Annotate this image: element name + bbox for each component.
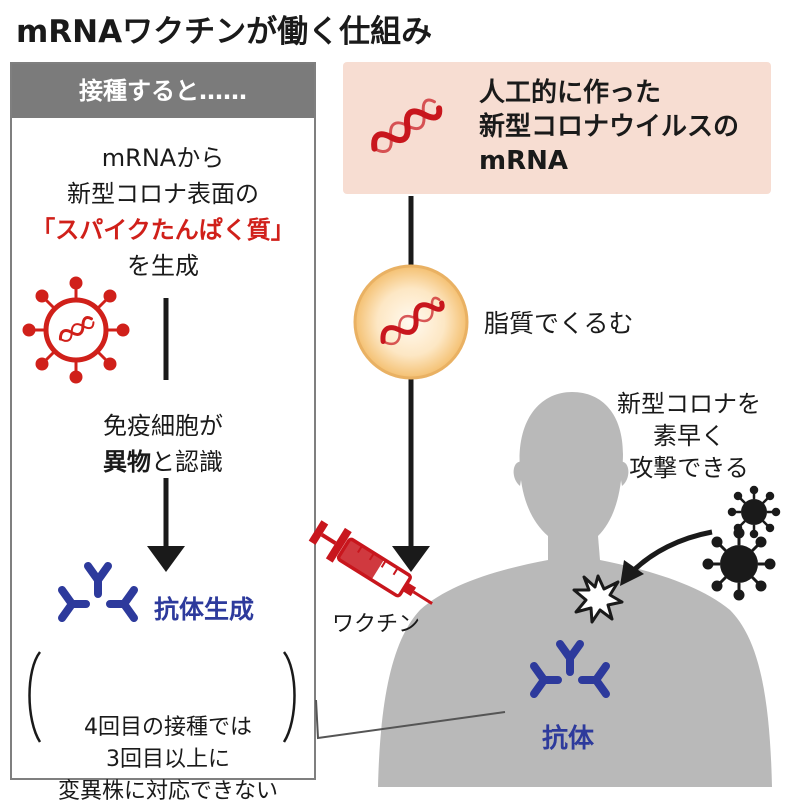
syringe-icon (308, 520, 433, 605)
left-panel: 接種すると…… mRNAから 新型コロナ表面の 「スパイクたんぱく質」 を生成 … (10, 62, 316, 804)
step1-line1: mRNAから (101, 144, 225, 172)
step3-text: 抗体生成 (154, 595, 255, 624)
vaccine-label: ワクチン (332, 612, 421, 637)
antibody-icons-body (530, 640, 610, 698)
step2-rest: と認識 (151, 448, 223, 476)
attack-arrow (620, 529, 713, 586)
mrna-box-line2: 新型コロナウイルスの (479, 112, 740, 142)
note-line1: 4回目の接種では (84, 715, 252, 740)
spike-protein-virus-icon (22, 276, 130, 384)
coronavirus-large-icon (702, 527, 776, 601)
diagram-graphics (22, 98, 781, 787)
antibody-body-label: 抗体 (542, 724, 595, 754)
mrna-box-text: 人工的に作った 新型コロナウイルスの mRNA (479, 76, 739, 178)
step2-line1: 免疫細胞が (103, 412, 223, 440)
mrna-box-line1: 人工的に作った (479, 78, 662, 108)
attack-text: 新型コロナを 素早く 攻撃できる (596, 388, 782, 484)
attack-line1: 新型コロナを (617, 390, 761, 418)
attack-line2: 素早く (653, 422, 725, 450)
antibody-icons-left (58, 562, 138, 622)
burst-icon (572, 574, 624, 624)
note-brackets (28, 651, 296, 743)
coronavirus-small-icon (727, 485, 781, 539)
step1-text: mRNAから 新型コロナ表面の 「スパイクたんぱく質」 を生成 (12, 140, 314, 284)
note-connector-line (315, 699, 506, 740)
step1-line3-spike: 「スパイクたんぱく質」 (31, 216, 295, 244)
lipid-nanoparticle-icon (353, 264, 469, 380)
attack-line3: 攻撃できる (629, 454, 749, 482)
mrna-box-line3: mRNA (479, 146, 568, 176)
step1-line2: 新型コロナ表面の (67, 180, 259, 208)
left-panel-header: 接種すると…… (12, 64, 314, 118)
page-title: mRNAワクチンが働く仕組み (16, 14, 433, 50)
mrna-strand-icon (371, 98, 443, 153)
step2-text: 免疫細胞が 異物と認識 (12, 408, 314, 480)
lipid-label: 脂質でくるむ (484, 309, 634, 338)
arrow-left-step2 (147, 478, 185, 572)
step2-bold: 異物 (103, 448, 151, 476)
note-line2: 3回目以上に (106, 747, 230, 772)
arrow-lipid-to-body (392, 378, 430, 572)
step1-line4: を生成 (127, 252, 199, 280)
